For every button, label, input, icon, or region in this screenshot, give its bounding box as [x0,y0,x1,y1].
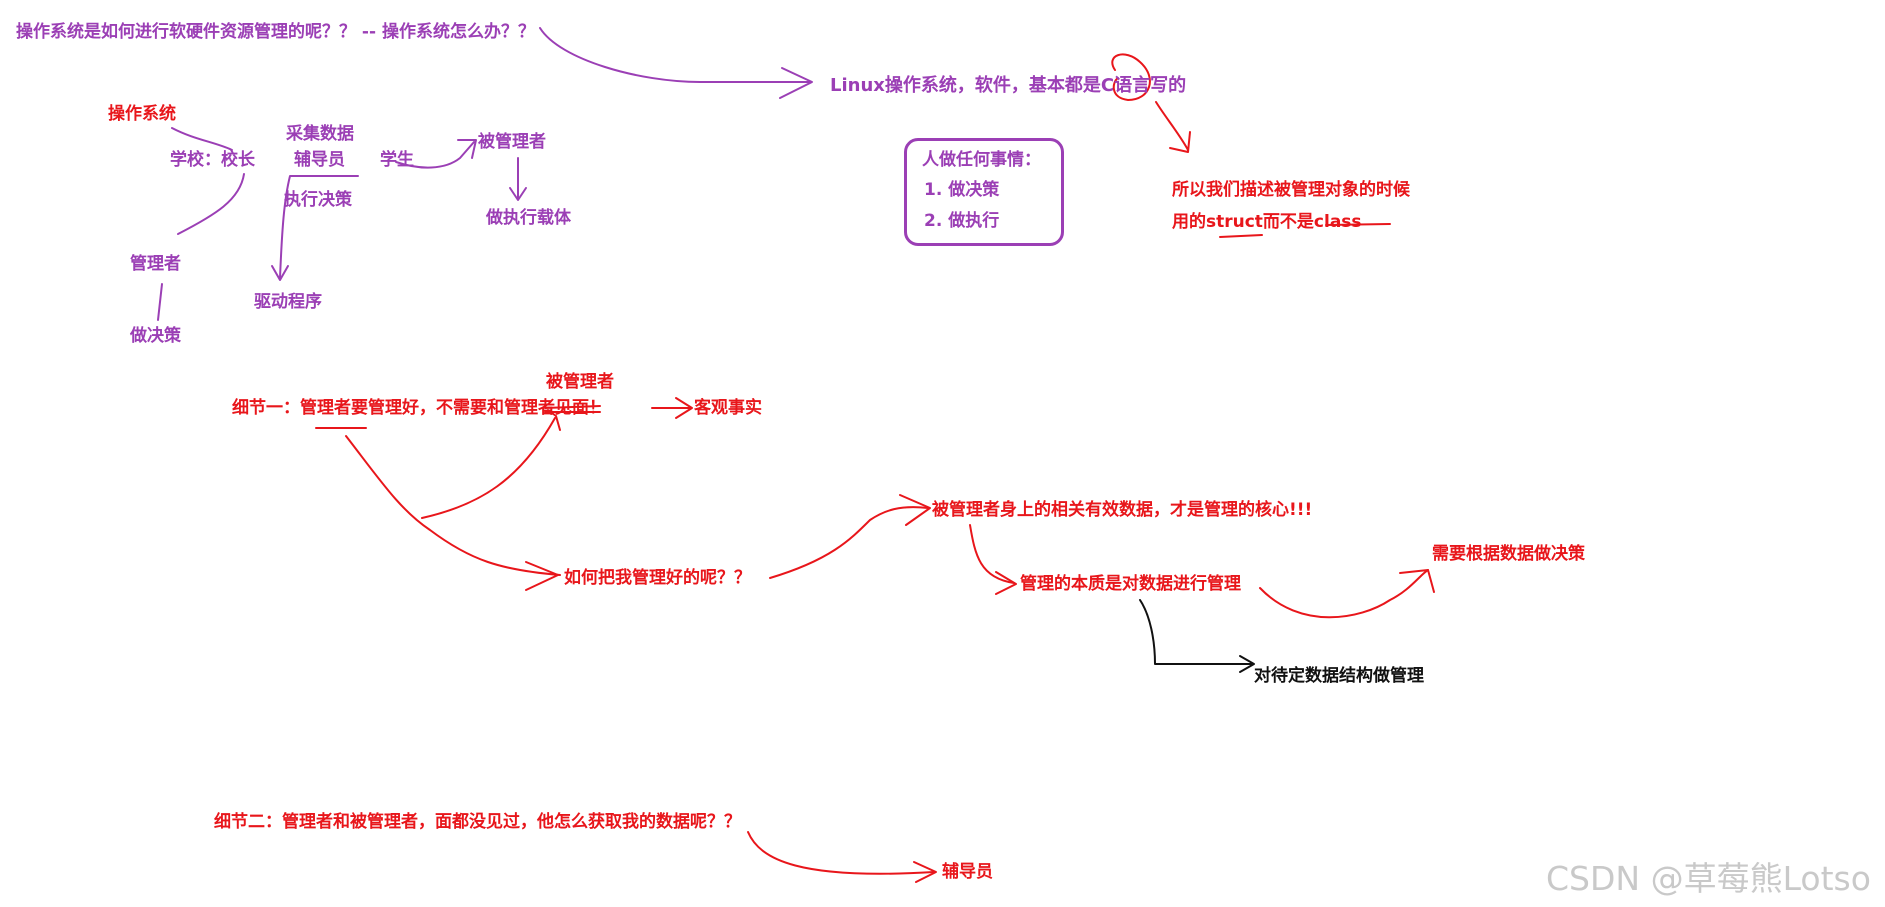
decide: 做决策 [130,326,181,346]
watermark: CSDN @草莓熊Lotso [1546,859,1871,898]
arrowhead-answer [913,861,937,883]
arrow-c-to-struct [1155,101,1189,151]
detail1-question: 如何把我管理好的呢？？ [564,568,751,588]
managed: 被管理者 [478,132,546,152]
detail1-core: 被管理者身上的相关有效数据，才是管理的核心!!! [932,500,1313,520]
curve-to-overwrite [421,417,556,519]
line-os-to-principal [171,127,233,151]
line-counselor-to-exec [279,175,359,279]
detail1-fact: 客观事实 [694,398,762,418]
arrowhead-linux [779,67,813,99]
arrow-core-to-essence [969,524,1015,584]
driver-program: 驱动程序 [254,292,322,312]
student: 学生 [380,150,414,170]
arrowhead-question [525,561,559,591]
arrowhead-exec [509,187,527,201]
arrow-essence-to-struct [1139,599,1253,665]
line-student-to-managed [395,141,475,169]
actions-box-item-1: 1. 做决策 [924,180,1000,200]
actions-box-heading: 人做任何事情： [922,150,1041,170]
arrowhead-decide [1399,569,1435,593]
collect-data: 采集数据 [286,124,354,144]
linux-note: Linux操作系统，软件，基本都是C语言写的 [830,75,1187,96]
exec-decision: 执行决策 [284,190,352,210]
arrowhead-core [899,494,931,526]
exec-carrier: 做执行载体 [486,208,571,228]
arrow-essence-to-decide [1259,569,1429,619]
os-label: 操作系统 [108,104,176,124]
detail1-overwrite: 被管理者 [546,372,614,392]
arrowhead-struct-mgmt [1239,655,1255,673]
arrowhead-essence [995,571,1017,595]
actions-box [904,138,1064,246]
line-manager-to-decide [157,283,163,321]
manager: 管理者 [130,254,181,274]
arrow-d2-to-answer [747,831,935,875]
counselor: 辅导员 [294,150,345,170]
line-principal-to-manager [177,173,245,235]
struct-note-line2: 用的struct而不是class [1172,212,1362,232]
arrowhead-driver [271,265,289,281]
actions-box-item-2: 2. 做执行 [924,211,1000,231]
arrow-title-to-linux [539,27,811,83]
detail2-answer: 辅导员 [942,862,993,882]
red-circle-c [1111,53,1151,101]
detail2-text: 细节二：管理者和被管理者，面都没见过，他怎么获取我的数据呢？？ [214,812,741,832]
arrowhead-struct [1169,131,1191,153]
struct-note-line1: 所以我们描述被管理对象的时候 [1172,180,1410,200]
school-principal: 学校：校长 [170,150,255,170]
underline-class [1325,223,1391,226]
diagram-title: 操作系统是如何进行软硬件资源管理的呢？？ -- 操作系统怎么办？？ [16,22,535,42]
curve-underline-to-question [345,435,561,576]
detail1-text: 细节一：管理者要管理好，不需要和管理者见面！ [232,398,606,418]
detail1-decide-by-data: 需要根据数据做决策 [1432,544,1585,564]
arrow-question-to-core [769,506,929,579]
detail1-essence: 管理的本质是对数据进行管理 [1020,574,1241,594]
arrowhead-managed [457,139,477,159]
detail1-struct-mgmt: 对待定数据结构做管理 [1254,666,1424,686]
strike-overwrite-1 [544,405,601,409]
arrowhead-fact [675,397,693,419]
underline-struct [1219,234,1263,238]
